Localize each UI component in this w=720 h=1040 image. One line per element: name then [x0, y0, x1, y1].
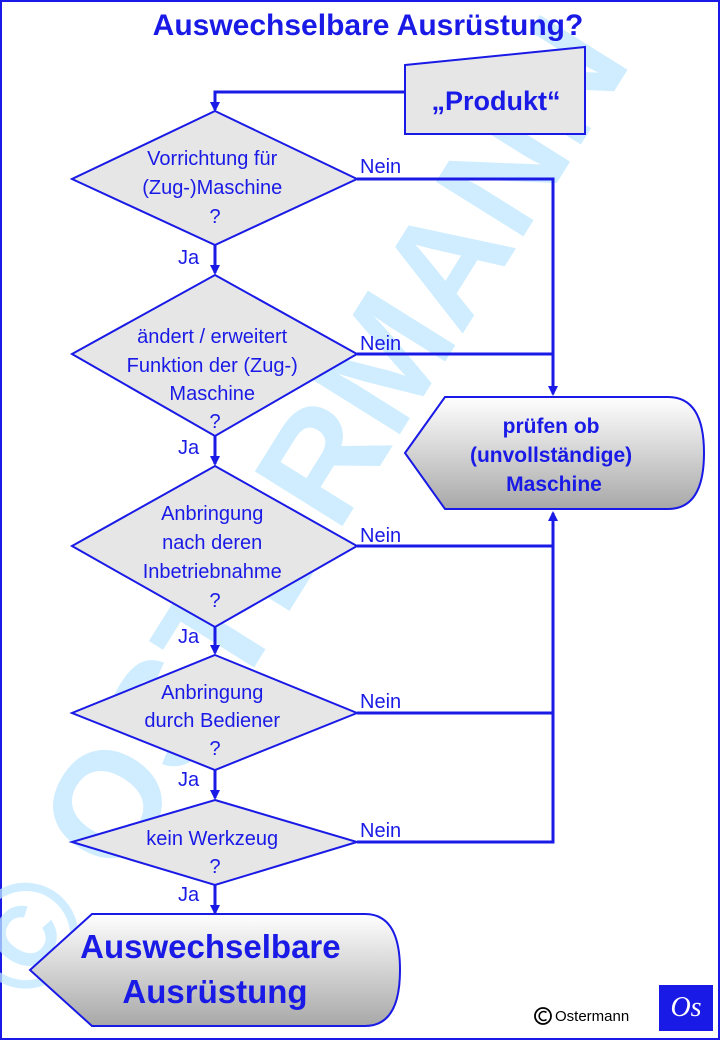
result-line-1: Auswechselbare: [80, 928, 340, 965]
no-connector-1: [357, 177, 558, 396]
logo: Os: [659, 985, 713, 1031]
decision-3-line-2: nach deren: [162, 532, 262, 554]
watermark: © OSTERMANN: [0, 0, 660, 1027]
decision-3: Anbringung nach deren Inbetriebnahme ?: [69, 464, 360, 629]
decision-3-line-3: Inbetriebnahme: [143, 561, 282, 583]
yes-label-5: Ja: [178, 884, 200, 906]
start-node: „Produkt“: [404, 45, 586, 135]
yes-label-2: Ja: [178, 437, 200, 459]
svg-text:prüfen ob (unvollständig: prüfen ob (unvollständige) Maschine: [470, 415, 638, 496]
svg-text:Anbringung durch Bediene: Anbringung durch Bediener ?: [144, 682, 285, 760]
yes-label-4: Ja: [178, 769, 200, 791]
check-line-2: (unvollständige): [470, 444, 632, 467]
decision-3-line-1: Anbringung: [161, 503, 263, 525]
decision-5-line-1: kein Werkzeug: [146, 828, 278, 850]
check-line-3: Maschine: [506, 473, 602, 496]
decision-2-line-2: Funktion der (Zug-): [127, 355, 298, 377]
copyright-icon: [534, 1007, 552, 1025]
decision-4-line-1: Anbringung: [161, 682, 263, 704]
decision-1-line-2: (Zug-)Maschine: [142, 177, 282, 199]
no-label-2: Nein: [360, 333, 401, 355]
decision-4-line-2: durch Bediener: [144, 710, 280, 732]
decision-4-line-3: ?: [209, 738, 220, 760]
decision-1-line-3: ?: [209, 206, 220, 228]
decision-2-line-1: ändert / erweitert: [137, 326, 288, 348]
copyright: Ostermann: [534, 1007, 629, 1025]
logo-text: Os: [670, 992, 701, 1023]
decision-2-line-3: Maschine: [169, 383, 255, 405]
svg-text:Auswechselbare Ausrüstun: Auswechselbare Ausrüstung: [80, 928, 350, 1010]
diagram-title: Auswechselbare Ausrüstung?: [153, 9, 584, 42]
no-label-1: Nein: [360, 156, 401, 178]
decision-4: Anbringung durch Bediener ?: [69, 653, 360, 772]
no-label-4: Nein: [360, 691, 401, 713]
decision-5: kein Werkzeug ?: [68, 798, 361, 887]
no-label-5: Nein: [360, 820, 401, 842]
start-connector: [210, 90, 405, 112]
svg-text:kein Werkzeug ?: kein Werkzeug ?: [146, 828, 283, 878]
check-line-1: prüfen ob: [503, 415, 600, 438]
no-connector-bus: [357, 511, 558, 844]
no-label-3: Nein: [360, 525, 401, 547]
svg-text:ändert / erweitert Funkt: ändert / erweitert Funktion der (Zug-) M…: [127, 326, 304, 433]
decision-3-line-4: ?: [209, 590, 220, 612]
check-machine-node: prüfen ob (unvollständige) Maschine: [403, 396, 706, 510]
decision-1-line-1: Vorrichtung für: [147, 148, 277, 170]
decision-1: Vorrichtung für (Zug-)Maschine ?: [69, 109, 360, 247]
result-line-2: Ausrüstung: [122, 973, 307, 1010]
svg-text:Anbringung nach deren: Anbringung nach deren Inbetriebnahme ?: [143, 503, 288, 612]
decision-5-line-2: ?: [209, 856, 220, 878]
yes-label-3: Ja: [178, 626, 200, 648]
decision-2-line-4: ?: [209, 411, 220, 433]
svg-text:Vorrichtung für (Zug-)Ma: Vorrichtung für (Zug-)Maschine ?: [142, 148, 288, 228]
yes-label-1: Ja: [178, 247, 200, 269]
result-node: Auswechselbare Ausrüstung: [28, 913, 402, 1027]
start-label: „Produkt“: [431, 86, 560, 116]
copyright-text: Ostermann: [555, 1008, 629, 1025]
